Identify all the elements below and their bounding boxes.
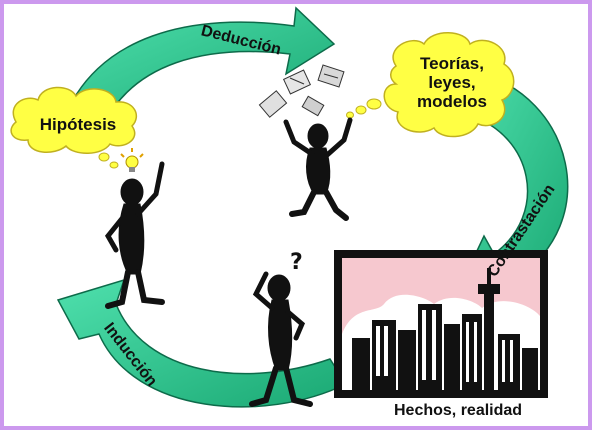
- theories-label: Teorías, leyes, modelos: [400, 54, 504, 111]
- scientific-method-diagram: [10, 6, 569, 408]
- question-mark-icon: ?: [290, 250, 303, 275]
- papers-icon: [258, 64, 345, 118]
- deduction-arrow: [60, 6, 336, 125]
- city-picture: [334, 250, 548, 398]
- diagram-frame: Hipótesis Teorías, leyes, modelos Deducc…: [4, 4, 588, 426]
- hypothesis-cloud: [10, 86, 137, 169]
- facts-caption: Hechos, realidad: [394, 402, 523, 419]
- theories-line-1: Teorías,: [420, 54, 484, 73]
- juggling-figure-icon: [283, 117, 353, 221]
- theories-line-3: modelos: [417, 92, 487, 111]
- hypothesis-label: Hipótesis: [39, 115, 117, 134]
- theories-line-2: leyes,: [428, 73, 476, 92]
- lightbulb-icon: [120, 148, 144, 172]
- wondering-figure-icon: [249, 271, 313, 407]
- induction-arrow: [56, 278, 348, 408]
- theories-cloud: [346, 32, 515, 138]
- thinking-figure-icon: [104, 161, 165, 309]
